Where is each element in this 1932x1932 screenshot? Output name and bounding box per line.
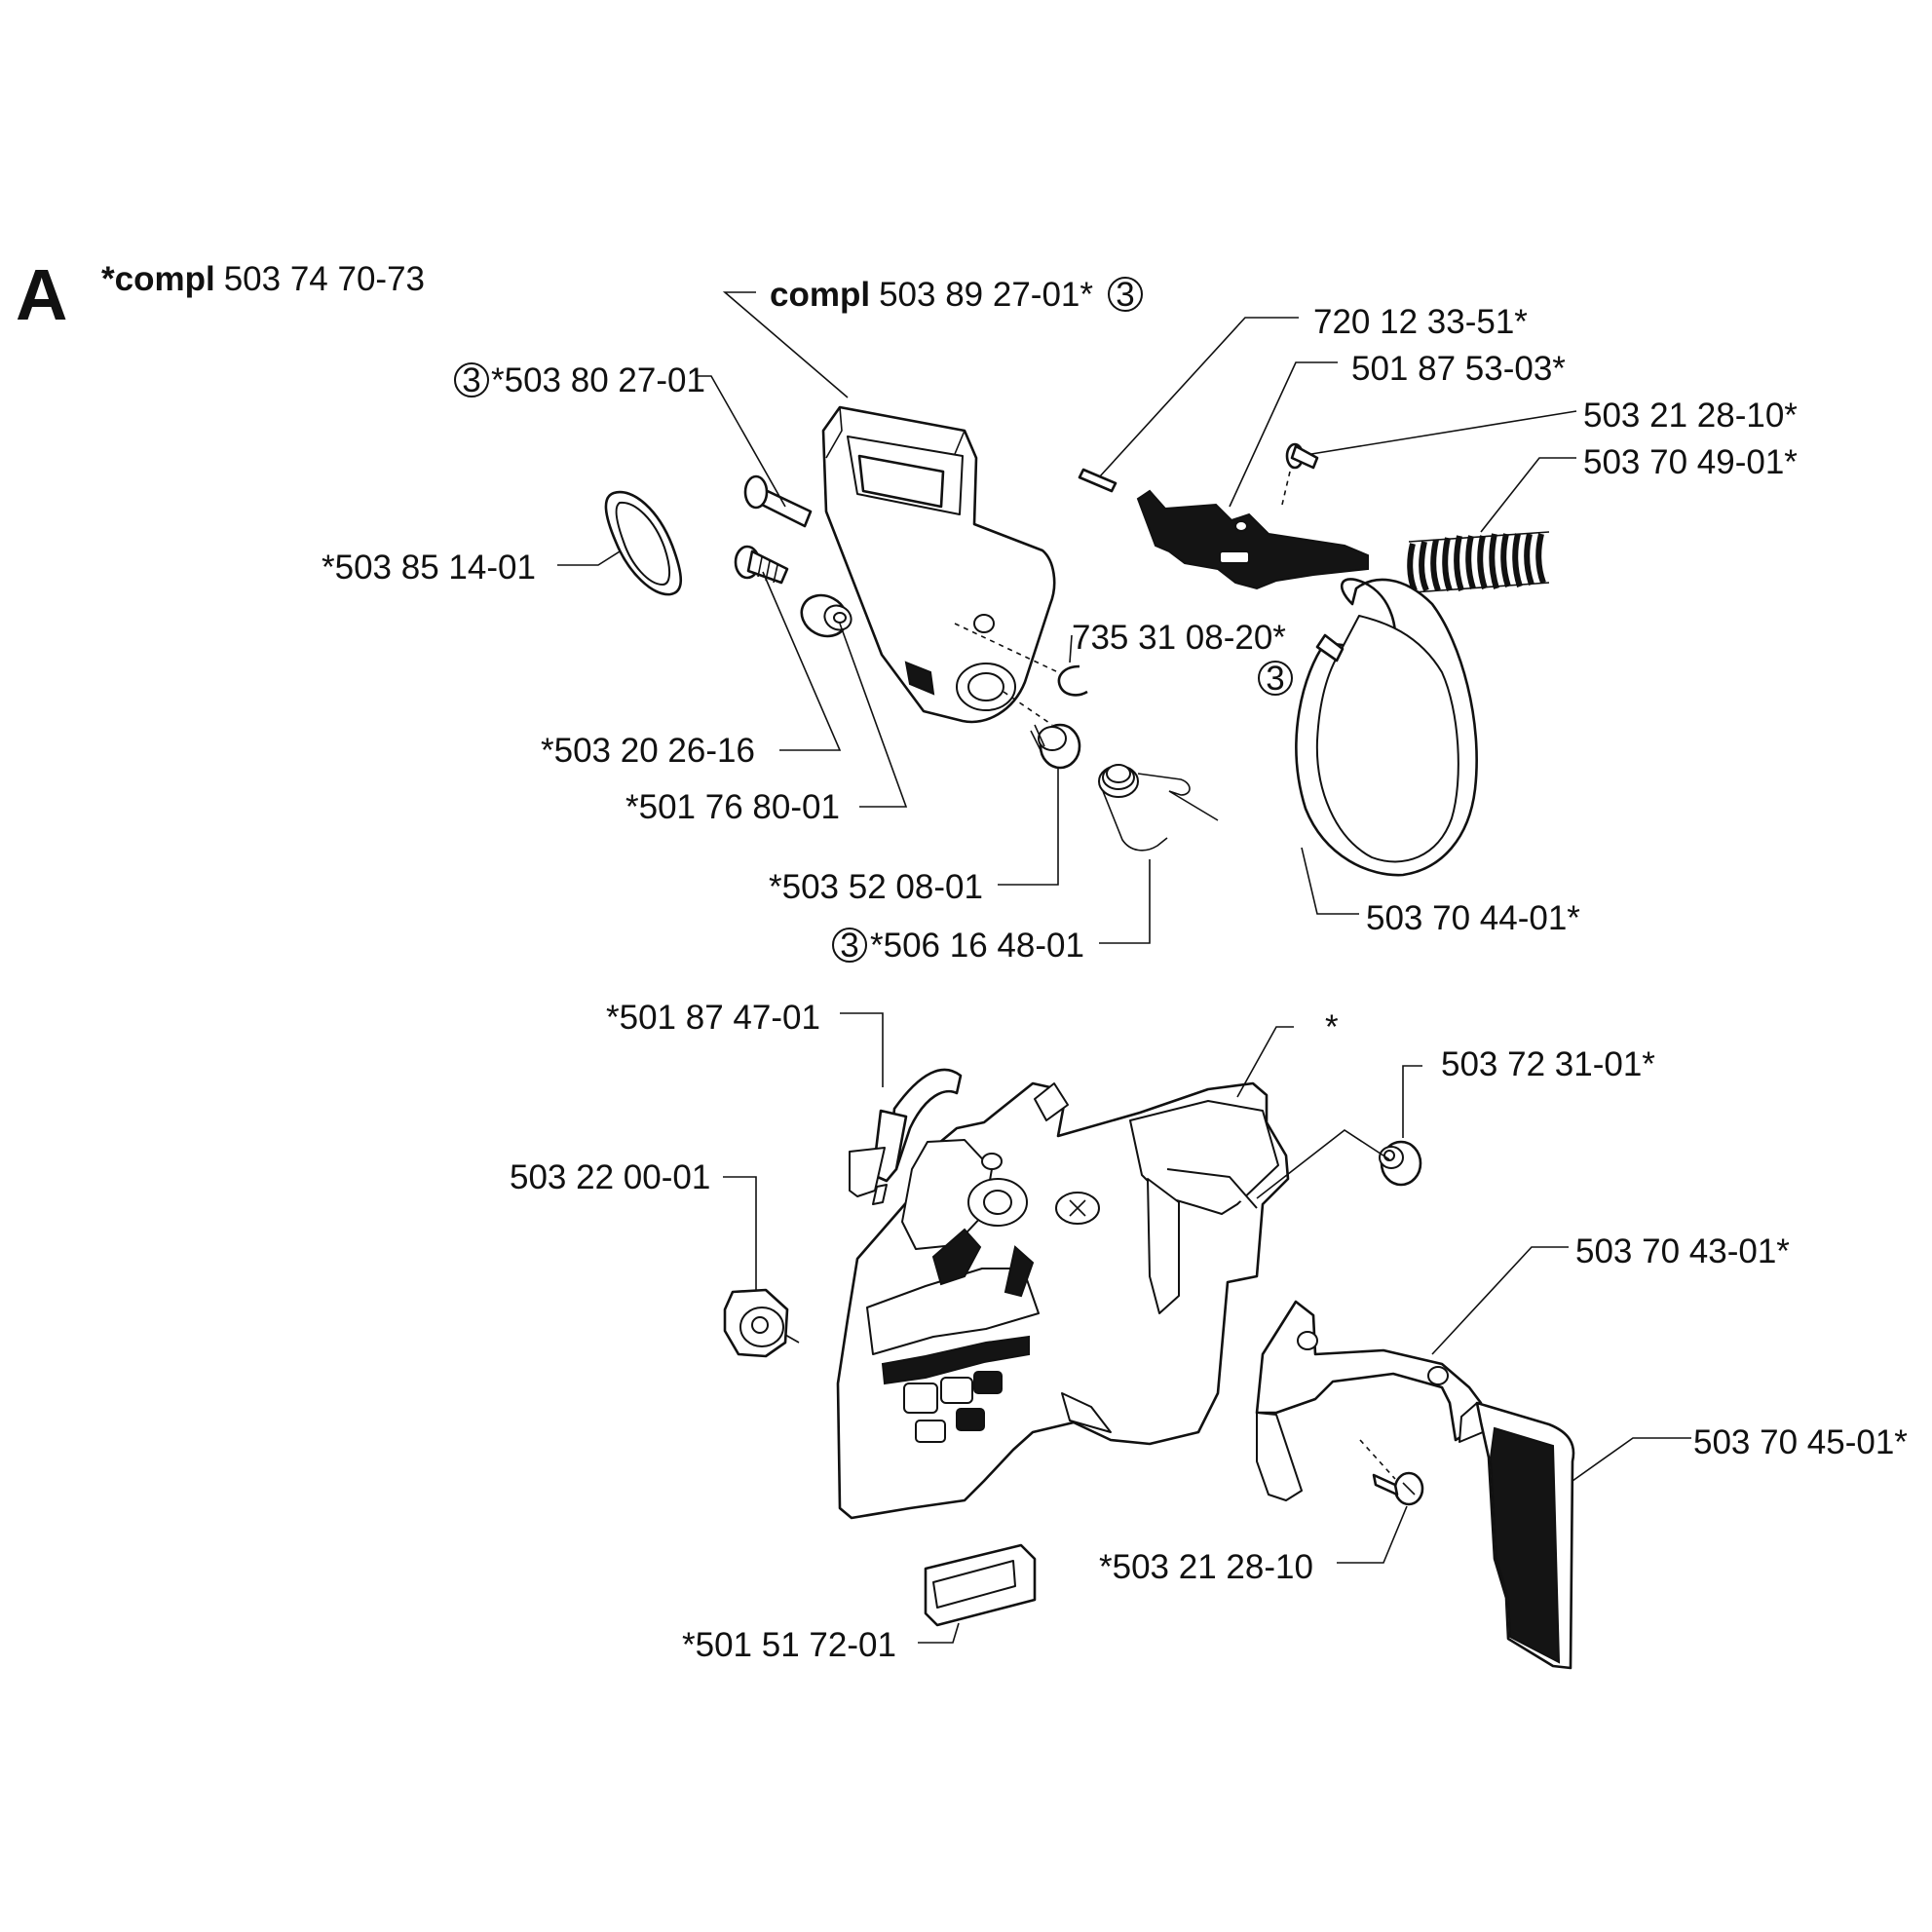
coil-spring-part bbox=[1407, 531, 1550, 593]
note-circle-bolt bbox=[454, 362, 489, 398]
clutch-cover-housing-part bbox=[836, 1081, 1290, 1520]
clamp-part bbox=[849, 1068, 963, 1205]
brake-band-part bbox=[1295, 578, 1478, 877]
label-screw-503-21-28-10-star: 503 21 28-10* bbox=[1583, 397, 1798, 435]
label-cover-503-70-43: 503 70 43-01* bbox=[1575, 1232, 1790, 1270]
leader-washer bbox=[839, 623, 908, 808]
chain-guard-cover-part bbox=[1255, 1300, 1484, 1501]
assembly-number: 503 74 70-73 bbox=[224, 260, 425, 298]
circlip-part bbox=[1057, 664, 1088, 697]
flange-nut-part bbox=[723, 1288, 800, 1358]
note-torsion-spring: 3 bbox=[840, 927, 858, 965]
cover-screw-part bbox=[1372, 1471, 1424, 1506]
screw-part bbox=[734, 545, 789, 585]
leader-cover bbox=[1431, 1246, 1569, 1355]
leader-circlip bbox=[1069, 634, 1073, 663]
label-compl-guard-prefix: compl bbox=[770, 276, 870, 314]
label-plate-503-70-45: 503 70 45-01* bbox=[1693, 1423, 1908, 1461]
label-bushing-503-52-08: *503 52 08-01 bbox=[769, 868, 983, 906]
brake-lever-part bbox=[1136, 489, 1369, 590]
label-lever-501-87-53: 501 87 53-03* bbox=[1351, 350, 1566, 388]
label-washer-501-76-80: *501 76 80-01 bbox=[625, 788, 840, 826]
label-clamp-501-87-47: *501 87 47-01 bbox=[606, 999, 820, 1037]
hand-guard-part bbox=[821, 405, 1056, 724]
leader-clamp bbox=[840, 1012, 884, 1087]
label-bolt-503-80-27: *503 80 27-01 bbox=[491, 361, 705, 399]
leader-pin bbox=[1098, 317, 1299, 478]
leader-gasket bbox=[557, 550, 621, 566]
note-compl-guard: 3 bbox=[1116, 276, 1134, 314]
assembly-prefix: *compl bbox=[101, 260, 215, 298]
note-circle-band bbox=[1258, 661, 1293, 696]
gasket-ring-part bbox=[604, 490, 683, 596]
section-letter: A bbox=[16, 254, 67, 335]
leader-screw-2026 bbox=[762, 571, 842, 751]
label-star-only: * bbox=[1325, 1008, 1339, 1046]
note-circle-compl bbox=[1108, 277, 1143, 312]
leader-brake-band bbox=[1301, 847, 1359, 915]
label-torsion-spring-506-16-48: *506 16 48-01 bbox=[870, 927, 1084, 965]
note-bolt: 3 bbox=[462, 361, 480, 399]
note-band: 3 bbox=[1266, 660, 1284, 698]
cap-nut-part bbox=[1379, 1140, 1422, 1187]
label-screw-503-20-26: *503 20 26-16 bbox=[541, 732, 755, 770]
label-tensioner-501-51-72: *501 51 72-01 bbox=[682, 1626, 896, 1664]
leader-flange-nut bbox=[723, 1176, 757, 1290]
axis-small-screw bbox=[1281, 471, 1291, 506]
label-brake-band-503-70-44: 503 70 44-01* bbox=[1366, 899, 1580, 937]
label-pin-720: 720 12 33-51* bbox=[1313, 303, 1528, 341]
leader-plate bbox=[1572, 1437, 1691, 1482]
leader-compl-guard bbox=[722, 291, 849, 398]
axis-cover-screw bbox=[1359, 1439, 1396, 1480]
leader-star bbox=[1236, 1026, 1294, 1098]
leader-cap-nut bbox=[1402, 1065, 1422, 1138]
bushing-part bbox=[1030, 723, 1081, 770]
torsion-spring-part bbox=[1098, 764, 1219, 852]
label-nut-503-22-00: 503 22 00-01 bbox=[510, 1158, 710, 1196]
leader-lever bbox=[1229, 361, 1338, 508]
leader-tensioner bbox=[918, 1622, 960, 1644]
leader-bolt bbox=[698, 375, 786, 508]
pin-part bbox=[1078, 468, 1118, 493]
washer-part bbox=[800, 593, 852, 638]
label-gasket-503-85-14: *503 85 14-01 bbox=[322, 549, 536, 587]
small-screw-part bbox=[1285, 442, 1319, 470]
leader-small-screw bbox=[1310, 410, 1577, 455]
note-circle-torsion bbox=[832, 928, 867, 963]
leader-cap-nut-axis bbox=[1256, 1129, 1390, 1199]
leader-coil-spring bbox=[1480, 457, 1576, 533]
label-spring-503-70-49: 503 70 49-01* bbox=[1583, 443, 1798, 481]
leader-torsion-spring bbox=[1099, 859, 1151, 944]
axis-guard-pivot bbox=[954, 623, 1059, 726]
label-nut-503-72-31: 503 72 31-01* bbox=[1441, 1045, 1655, 1083]
bolt-part bbox=[743, 474, 813, 528]
tensioner-block-part bbox=[924, 1543, 1037, 1627]
label-screw-503-21-28-10: *503 21 28-10 bbox=[1099, 1548, 1313, 1586]
rubber-plate-part bbox=[1475, 1401, 1575, 1670]
leader-cover-screw bbox=[1337, 1505, 1408, 1564]
leader-bushing bbox=[998, 768, 1059, 886]
label-compl-guard-number: 503 89 27-01* bbox=[879, 276, 1093, 314]
label-clip-735-31-08: 735 31 08-20* bbox=[1072, 619, 1286, 657]
